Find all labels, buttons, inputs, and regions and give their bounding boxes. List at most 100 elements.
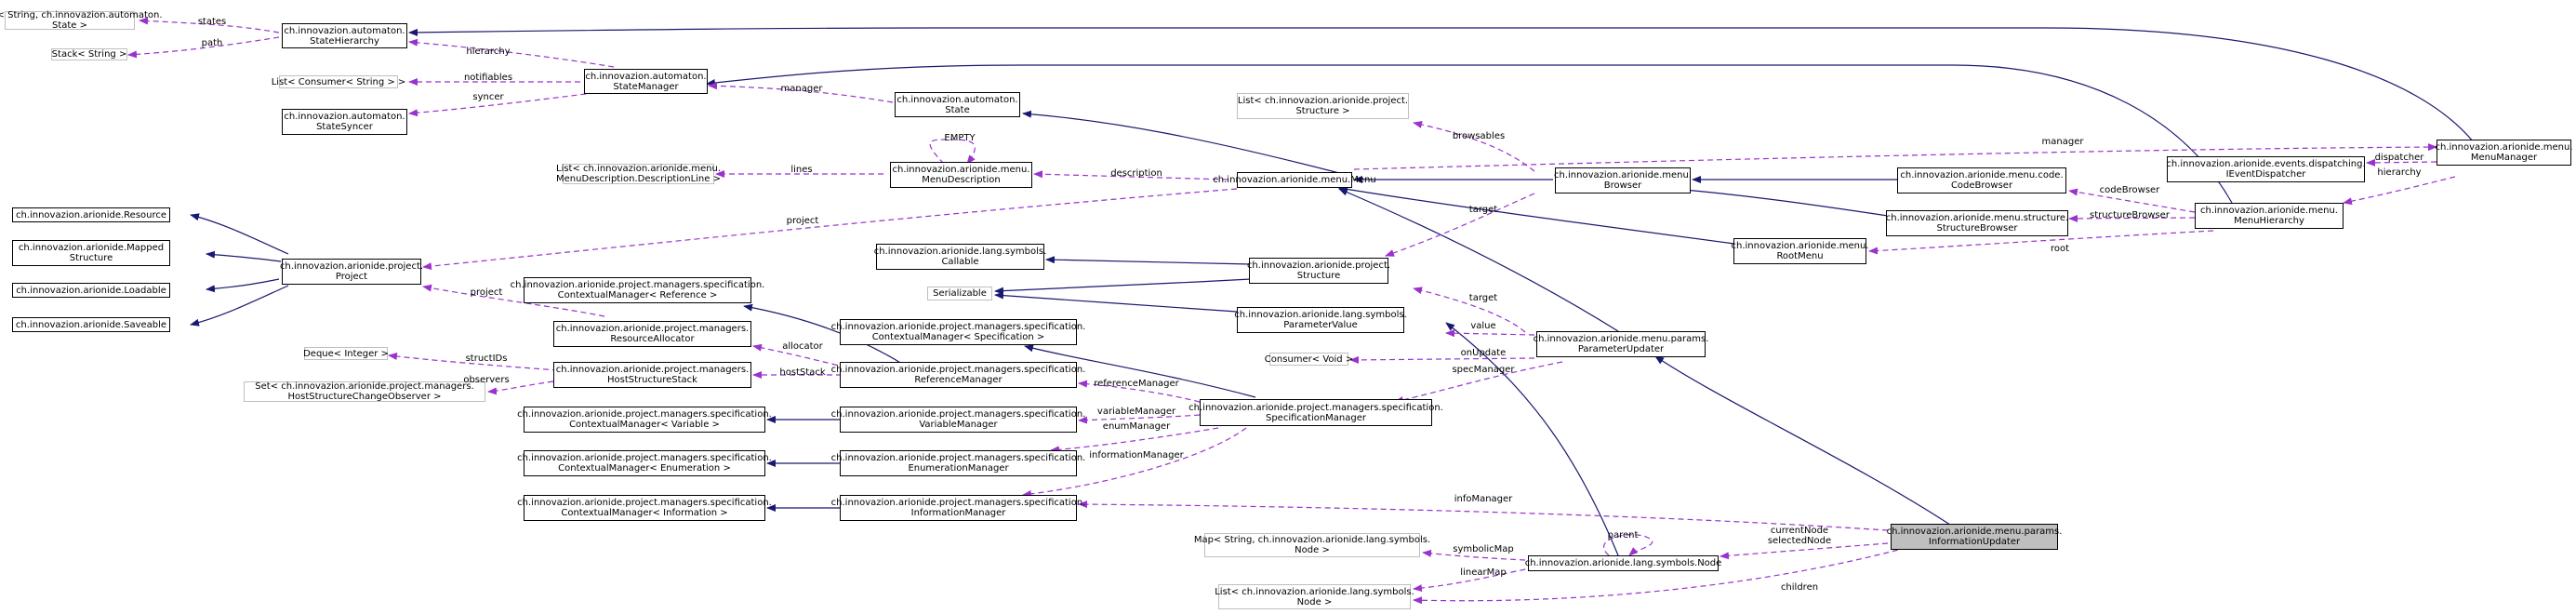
node-statehierarchy[interactable]: ch.innovazion.automaton. StateHierarchy (282, 23, 407, 48)
node-line: State > (51, 20, 88, 31)
node-statemanager[interactable]: ch.innovazion.automaton. StateManager (584, 69, 708, 94)
node-codebrowser[interactable]: ch.innovazion.arionide.menu.code. CodeBr… (1897, 167, 2066, 194)
node-cm-enumeration[interactable]: ch.innovazion.arionide.project.managers.… (517, 450, 772, 476)
node-line: ch.innovazion.arionide.project. (1246, 260, 1391, 271)
node-statesyncer[interactable]: ch.innovazion.automaton. StateSyncer (282, 109, 407, 135)
node-referencemanager[interactable]: ch.innovazion.arionide.project.managers.… (831, 362, 1085, 388)
node-structure[interactable]: ch.innovazion.arionide.project. Structur… (1246, 258, 1391, 284)
node-list-consumer[interactable]: List< Consumer< String > > (272, 75, 405, 88)
node-rootmenu[interactable]: ch.innovazion.arionide.menu. RootMenu (1731, 238, 1869, 264)
edge-hierarchy2 (2343, 176, 2456, 206)
node-cm-reference[interactable]: ch.innovazion.arionide.project.managers.… (511, 277, 764, 303)
edge-label-variablemanager: variableManager (1096, 407, 1176, 417)
node-line: ch.innovazion.automaton. (896, 94, 1018, 105)
edge-project1 (422, 188, 1238, 271)
node-line: ch.innovazion.arionide.project.managers. (555, 365, 750, 375)
edge-enummanager (1050, 427, 1219, 454)
node-line: ch.innovazion.arionide.menu.structure. (1885, 213, 2069, 223)
edge-label-informationmanager: informationManager (1089, 450, 1184, 460)
node-structurebrowser[interactable]: ch.innovazion.arionide.menu.structure. S… (1886, 210, 2068, 236)
node-line: ParameterValue (1283, 320, 1358, 330)
node-set-observer[interactable]: Set< ch.innovazion.arionide.project.mana… (244, 381, 485, 402)
node-project[interactable]: ch.innovazion.arionide.project. Project (280, 259, 423, 285)
node-list-descline[interactable]: List< ch.innovazion.arionide.menu. MenuD… (556, 164, 721, 184)
node-line: StateHierarchy (310, 35, 379, 47)
node-state[interactable]: ch.innovazion.automaton. State (895, 92, 1020, 117)
edge-label-structurebrowser: structureBrowser (2090, 210, 2170, 220)
node-cm-specification[interactable]: ch.innovazion.arionide.project.managers.… (831, 319, 1085, 345)
edge-label-manager1: manager (780, 84, 823, 94)
node-line: SpecificationManager (1265, 412, 1367, 423)
edge-label-target2: target (1468, 293, 1498, 303)
usage-edges (127, 17, 2456, 605)
node-line: ch.innovazion.automaton. (585, 71, 707, 82)
node-node[interactable]: ch.innovazion.arionide.lang.symbols.Node (1525, 555, 1721, 571)
node-parameterupdater[interactable]: ch.innovazion.arionide.menu.params. Para… (1534, 331, 1708, 357)
edge-referencemanager (1078, 380, 1201, 403)
node-line: ch.innovazion.arionide.menu. (2435, 142, 2573, 153)
edge-dispatcher (2366, 158, 2437, 167)
node-serializable[interactable]: Serializable (927, 287, 992, 300)
node-line: List< Consumer< String > > (271, 76, 406, 87)
node-menuhierarchy[interactable]: ch.innovazion.arionide.menu. MenuHierarc… (2195, 203, 2344, 229)
node-cm-information[interactable]: ch.innovazion.arionide.project.managers.… (517, 495, 772, 521)
node-callable[interactable]: ch.innovazion.arionide.lang.symbols. Cal… (874, 244, 1046, 270)
node-cm-variable[interactable]: ch.innovazion.arionide.project.managers.… (517, 407, 772, 433)
edge-browsables (1413, 120, 1535, 172)
node-ieventdispatcher[interactable]: ch.innovazion.arionide.events.dispatchin… (2166, 156, 2366, 182)
node-stack-string[interactable]: Stack< String > (51, 48, 127, 60)
node-map-node[interactable]: Map< String, ch.innovazion.arionide.lang… (1194, 533, 1430, 557)
node-line: CodeBrowser (1950, 180, 2013, 191)
edge-label-infomanager: infoManager (1454, 494, 1513, 504)
node-mappedstructure[interactable]: ch.innovazion.arionide.Mapped Structure (12, 240, 170, 266)
node-menumanager[interactable]: ch.innovazion.arionide.menu. MenuManager (2435, 140, 2573, 166)
node-menu[interactable]: ch.innovazion.arionide.menu.Menu (1213, 172, 1376, 188)
edge-label-specmanager: specManager (1452, 365, 1515, 375)
node-line: ch.innovazion.arionide.menu. (1731, 241, 1869, 251)
node-line: ContextualManager< Reference > (557, 290, 718, 300)
edge-label-value: value (1470, 321, 1496, 331)
edge-label-description: description (1110, 168, 1162, 179)
node-line: InformationManager (910, 508, 1006, 518)
node-loadable[interactable]: ch.innovazion.arionide.Loadable (12, 283, 170, 298)
node-menudescription[interactable]: ch.innovazion.arionide.menu. MenuDescrip… (890, 162, 1032, 188)
node-line: ch.innovazion.arionide.project.managers.… (830, 322, 1086, 332)
node-resource[interactable]: ch.innovazion.arionide.Resource (12, 207, 170, 222)
node-informationupdater[interactable]: ch.innovazion.arionide.menu.params. Info… (1887, 524, 2062, 550)
node-resourceallocator[interactable]: ch.innovazion.arionide.project.managers.… (553, 321, 751, 347)
node-line: ch.innovazion.arionide.project.managers.… (830, 453, 1086, 463)
edge-label-hierarchy2: hierarchy (2377, 167, 2422, 178)
edge-label-root: root (2050, 244, 2070, 254)
node-saveable[interactable]: ch.innovazion.arionide.Saveable (12, 317, 170, 332)
edge-value (1445, 329, 1535, 338)
node-line: HostStructureStack (607, 375, 697, 385)
edge-project-loadable (206, 278, 280, 293)
edge-states (139, 17, 280, 33)
node-line: List< ch.innovazion.arionide.lang.symbol… (1215, 586, 1414, 597)
node-browser[interactable]: ch.innovazion.arionide.menu. Browser (1554, 167, 1692, 194)
node-informationmanager[interactable]: ch.innovazion.arionide.project.managers.… (831, 495, 1085, 521)
node-line: ch.innovazion.arionide.menu. (1554, 170, 1692, 180)
node-parametervalue[interactable]: ch.innovazion.arionide.lang.symbols. Par… (1234, 307, 1407, 333)
edge-menumanager-statehierarchy (408, 27, 2475, 143)
edge-observers (487, 380, 554, 395)
node-line: ch.innovazion.arionide.project.managers.… (517, 498, 772, 508)
node-line: ReferenceManager (914, 375, 1003, 385)
node-deque-integer[interactable]: Deque< Integer > (303, 347, 389, 360)
node-consumer-void[interactable]: Consumer< Void > (1265, 353, 1353, 366)
node-specificationmanager[interactable]: ch.innovazion.arionide.project.managers.… (1188, 399, 1443, 426)
node-map-state[interactable]: Map< String, ch.innovazion.automaton. St… (0, 10, 163, 31)
node-line: Callable (941, 257, 979, 267)
node-enumerationmanager[interactable]: ch.innovazion.arionide.project.managers.… (831, 450, 1085, 476)
node-line: ContextualManager< Enumeration > (558, 463, 731, 474)
node-variablemanager[interactable]: ch.innovazion.arionide.project.managers.… (831, 407, 1085, 433)
edge-label-notifiables: notifiables (463, 73, 513, 83)
edge-label-states: states (197, 17, 227, 27)
node-list-structure[interactable]: List< ch.innovazion.arionide.project. St… (1237, 93, 1409, 119)
edge-label-codebrowser: codeBrowser (2099, 185, 2160, 195)
edge-label-project2: project (470, 287, 503, 298)
edge-empty (929, 139, 976, 165)
node-hoststructurestack[interactable]: ch.innovazion.arionide.project.managers.… (553, 362, 751, 388)
node-list-node[interactable]: List< ch.innovazion.arionide.lang.symbol… (1215, 584, 1414, 609)
node-line: EnumerationManager (908, 463, 1009, 474)
